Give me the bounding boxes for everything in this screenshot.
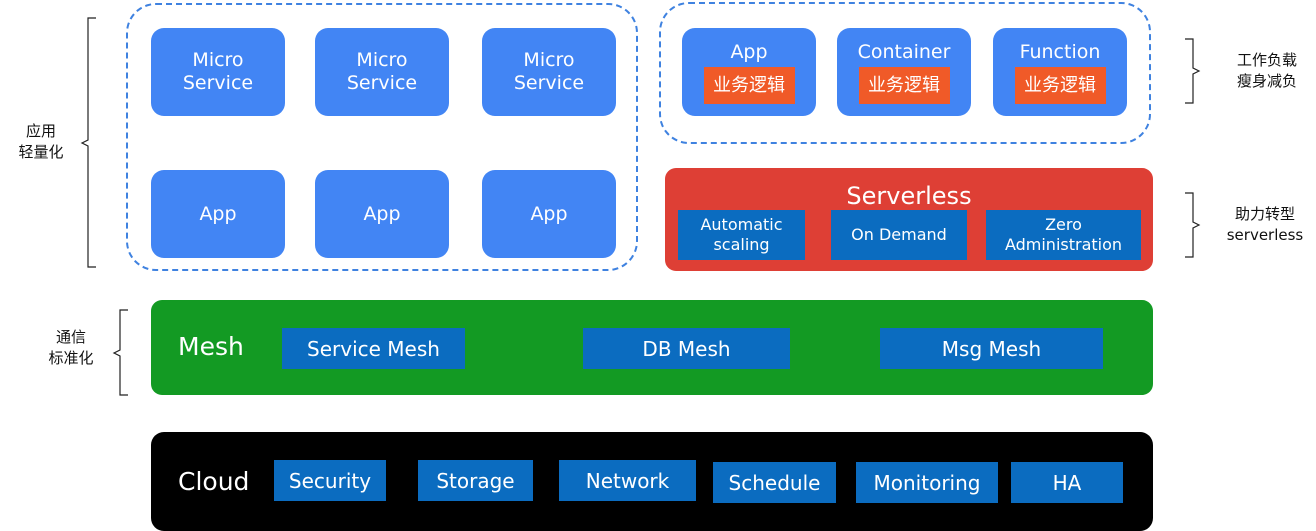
side-label-line: 工作负载 [1236,51,1297,69]
item-line2: scaling [713,235,770,254]
serverless-item-zero-admin: Zero Administration [986,210,1141,260]
serverless-title: Serverless [846,182,972,210]
side-label-app-lightweight: 应用 轻量化 [8,121,74,163]
right-workload-brace-icon [1185,38,1201,104]
side-label-line: 标准化 [48,349,94,367]
tile-label-line2: Service [182,72,254,94]
side-label-line: 应用 [25,122,56,140]
micro-service-tile: Micro Service [151,28,285,116]
side-label-line: serverless [1226,226,1304,244]
tile-label-line2: Service [346,72,418,94]
side-label-line: 通信 [55,328,86,346]
item-line2: Administration [1004,235,1123,254]
business-logic-tag: 业务逻辑 [858,66,950,104]
microservices-group [126,3,638,271]
tile-label: App [199,202,237,225]
cloud-item-storage: Storage [418,460,533,501]
side-label-comm-standard: 通信 标准化 [38,327,104,369]
left-mesh-brace-icon [112,309,128,396]
workload-app-tile: App 业务逻辑 [682,28,816,116]
workload-container-tile: Container 业务逻辑 [837,28,971,116]
item-line1: Automatic [700,215,783,234]
left-app-brace-icon [80,17,96,268]
app-tile: App [482,170,616,258]
cloud-item-network: Network [559,460,696,501]
cloud-item-schedule: Schedule [713,462,836,503]
app-tile: App [151,170,285,258]
cloud-title: Cloud [178,467,250,496]
tile-label-line1: Micro [356,49,408,71]
side-label-line: 轻量化 [18,143,64,161]
right-serverless-brace-icon [1185,192,1201,258]
tile-label-line1: Micro [192,49,244,71]
micro-service-tile: Micro Service [482,28,616,116]
cloud-item-ha: HA [1011,462,1123,503]
micro-service-tile: Micro Service [315,28,449,116]
app-tile: App [315,170,449,258]
workload-group [659,2,1151,144]
mesh-item-db-mesh: DB Mesh [583,328,790,369]
mesh-title: Mesh [178,332,244,361]
tile-label: App [363,202,401,225]
business-logic-tag: 业务逻辑 [703,66,795,104]
side-label-line: 瘦身减负 [1236,72,1297,90]
tile-label-line2: Service [513,72,585,94]
mesh-item-service-mesh: Service Mesh [282,328,465,369]
workload-title: App [730,40,768,63]
tile-label-line1: Micro [523,49,575,71]
cloud-item-security: Security [274,460,386,501]
item-line1: On Demand [851,225,947,244]
tile-label: App [530,202,568,225]
serverless-item-automatic-scaling: Automatic scaling [678,210,805,260]
serverless-item-on-demand: On Demand [831,210,967,260]
side-label-serverless-transition: 助力转型 serverless [1214,204,1316,246]
cloud-item-monitoring: Monitoring [856,462,998,503]
workload-function-tile: Function 业务逻辑 [993,28,1127,116]
cloud-layer: Cloud Security Storage Network Schedule … [151,432,1153,531]
mesh-layer: Mesh Service Mesh DB Mesh Msg Mesh [151,300,1153,395]
serverless-panel: Serverless Automatic scaling On Demand Z… [665,168,1153,271]
item-line1: Zero [1045,215,1082,234]
side-label-workload-slim: 工作负载 瘦身减负 [1218,50,1316,92]
workload-title: Function [1019,40,1101,63]
mesh-item-msg-mesh: Msg Mesh [880,328,1103,369]
business-logic-tag: 业务逻辑 [1014,66,1106,104]
side-label-line: 助力转型 [1234,205,1295,223]
workload-title: Container [857,40,951,63]
